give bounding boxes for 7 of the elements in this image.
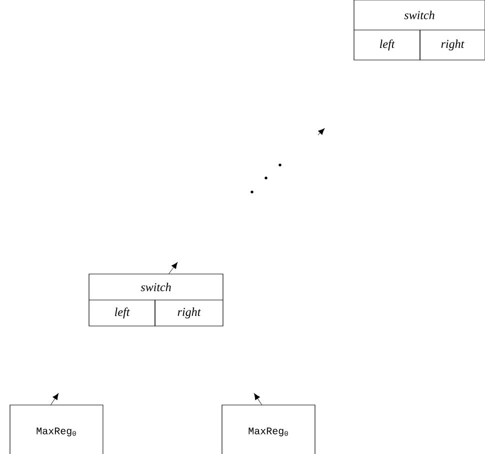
arrow xyxy=(254,393,262,406)
arrow xyxy=(168,262,178,274)
register-box: MaxReg$_{0}$ xyxy=(10,404,104,454)
arrow xyxy=(50,393,59,406)
record-box: switch left right xyxy=(88,274,224,326)
register-box: MaxReg$_{0}$ xyxy=(222,404,316,454)
record-box: switch left right xyxy=(354,0,485,60)
